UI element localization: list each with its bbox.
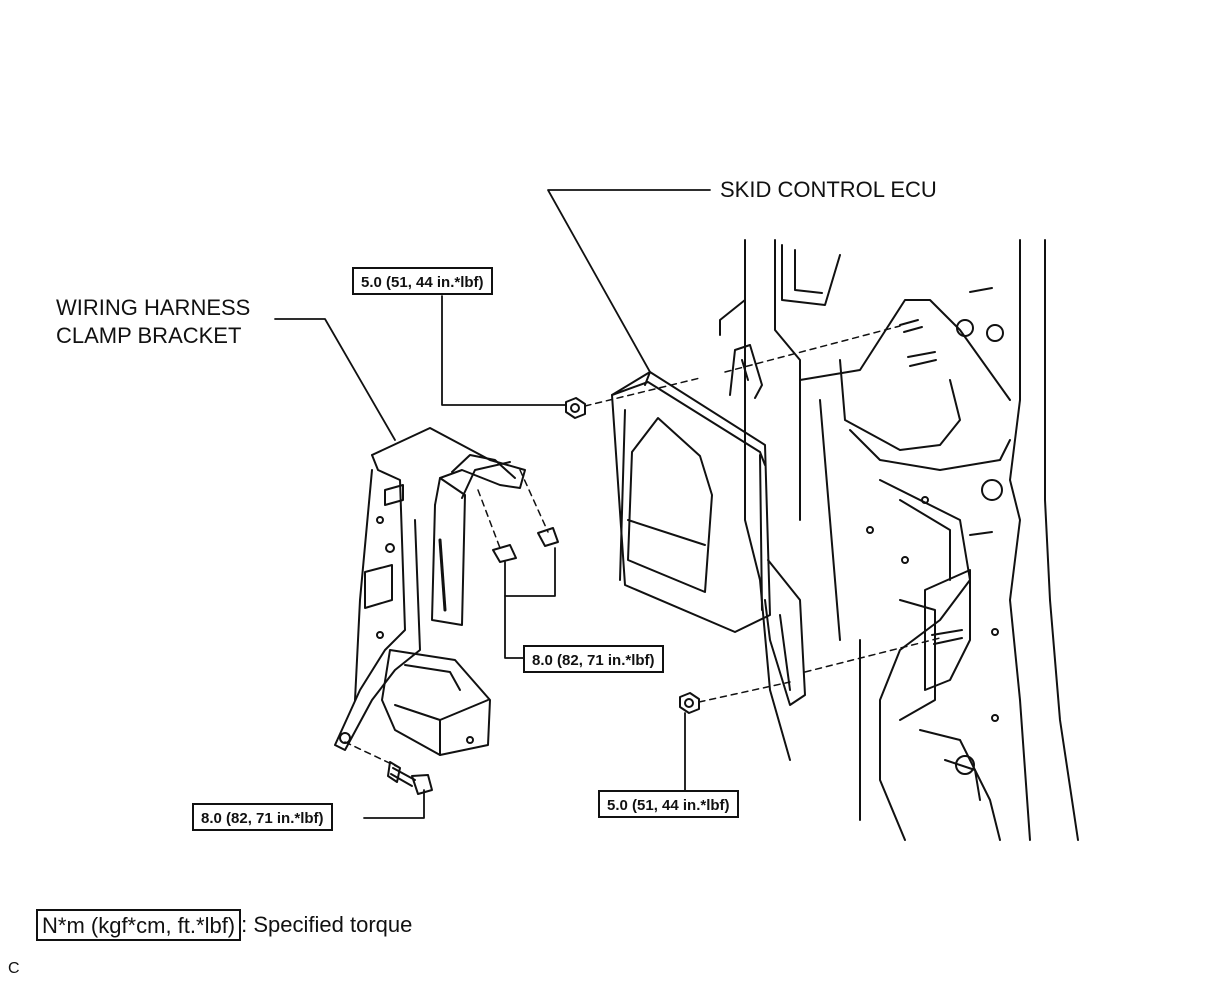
corner-mark: C	[8, 960, 20, 977]
torque-clips: 8.0 (82, 71 in.*lbf)	[523, 645, 664, 673]
torque-legend: N*m (kgf*cm, ft.*lbf) : Specified torque	[36, 909, 412, 941]
legend-text: : Specified torque	[241, 912, 413, 937]
bracket-label-line2: CLAMP BRACKET	[56, 323, 242, 348]
bracket-label-line1: WIRING HARNESS	[56, 295, 251, 320]
legend-unit-box: N*m (kgf*cm, ft.*lbf)	[36, 909, 242, 941]
torque-top-nut: 5.0 (51, 44 in.*lbf)	[352, 267, 493, 295]
leader-lines	[274, 189, 711, 819]
bottom-nut	[679, 692, 700, 714]
ecu-label: SKID CONTROL ECU	[720, 177, 937, 202]
bracket-bolt	[387, 761, 433, 795]
alignment-lines	[344, 325, 941, 769]
body-panel	[719, 239, 1079, 841]
torque-bottom-nut: 5.0 (51, 44 in.*lbf)	[598, 790, 739, 818]
torque-bolt: 8.0 (82, 71 in.*lbf)	[192, 803, 333, 831]
top-nut	[565, 397, 586, 419]
skid-control-ecu	[611, 344, 806, 706]
clamp-bracket	[334, 427, 559, 756]
